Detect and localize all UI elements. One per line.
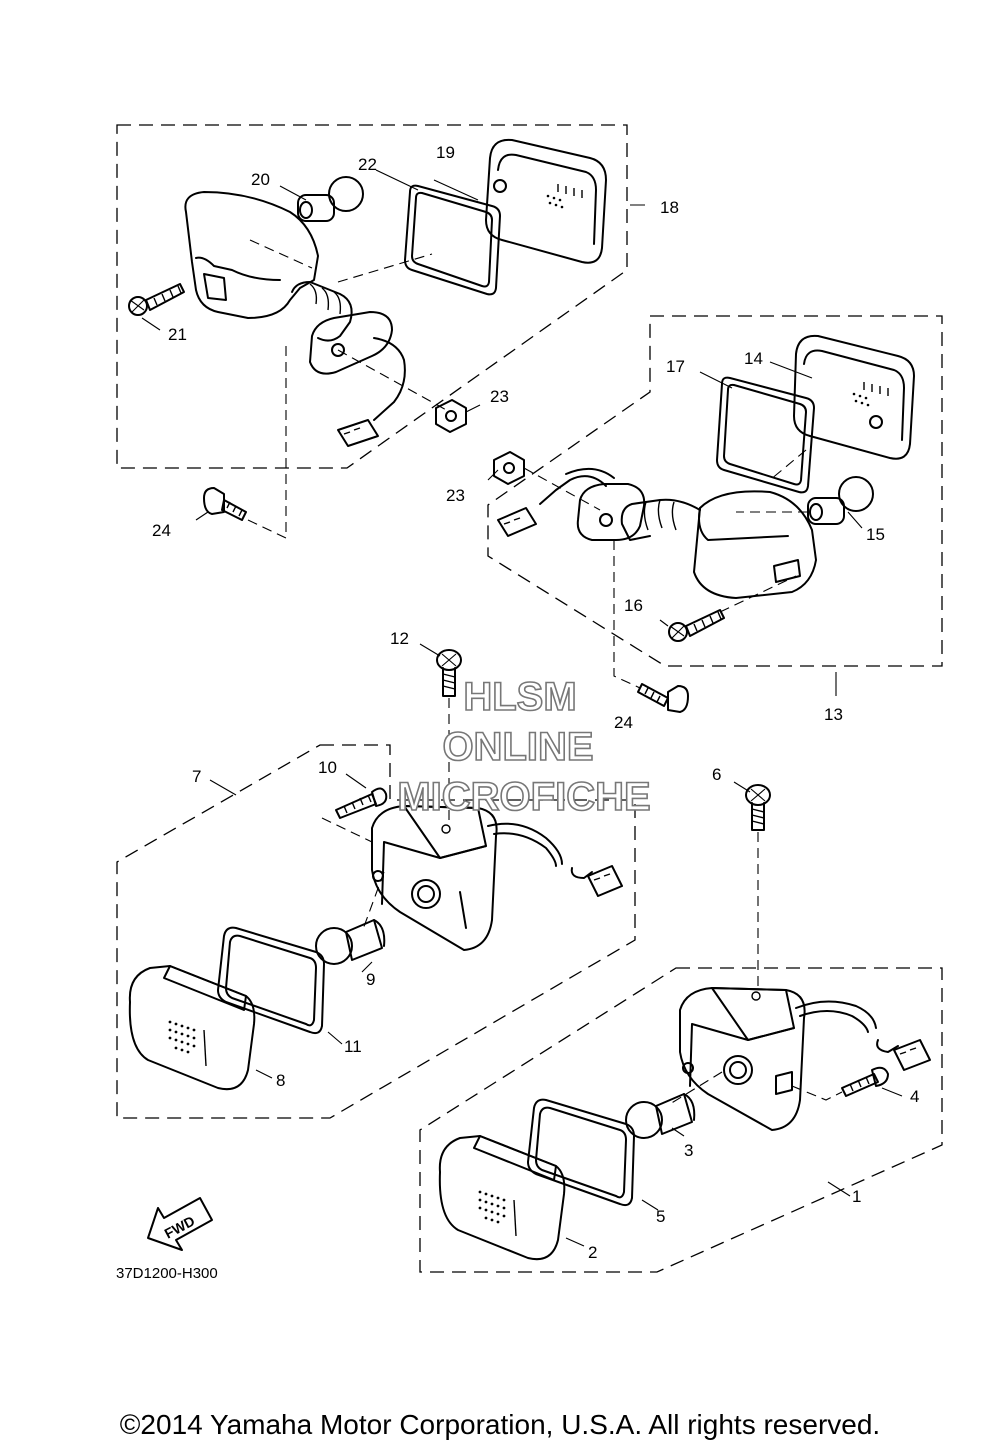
screw-4 [841,1066,889,1097]
bolt-24-right [637,683,689,713]
signal-assembly-7 [128,773,623,1091]
signal-assembly-13 [487,334,915,696]
watermark: HLSM ONLINE MICROFICHE [397,674,652,820]
part-label-1: 1 [852,1187,861,1206]
nut-23-upper [435,399,467,433]
gasket-11 [217,926,325,1035]
part-label-15: 15 [866,525,885,544]
part-label-11: 11 [344,1037,362,1056]
part-label-12: 12 [390,629,409,648]
bolt-24-left [195,344,287,539]
watermark-line-1: HLSM [463,675,576,719]
part-label-14: 14 [744,349,763,368]
part-label-8: 8 [276,1071,285,1090]
part-label-16: 16 [624,596,643,615]
part-label-6: 6 [712,765,721,784]
bulb-20 [297,176,364,222]
bulb-15 [807,476,874,525]
part-label-4: 4 [910,1087,919,1106]
screw-16 [668,609,725,642]
watermark-line-3: MICROFICHE [397,775,650,819]
housing-1 [679,987,931,1131]
housing-body-13 [497,467,817,599]
lens-19 [485,138,607,264]
screw-6 [733,781,771,990]
gasket-17 [716,376,815,494]
part-label-9: 9 [366,970,375,989]
assembly-7-boundary [116,744,636,1119]
screw-10 [335,787,388,819]
part-label-23-upper: 23 [490,387,509,406]
screw-21 [128,283,185,316]
part-label-10: 10 [318,758,337,777]
gasket-22 [404,184,501,296]
lens-2 [438,1135,566,1261]
assembly-1-boundary [419,967,943,1273]
part-label-23-lower: 23 [446,486,465,505]
part-label-21: 21 [168,325,187,344]
part-label-19: 19 [436,143,455,162]
lens-8 [128,965,256,1091]
diagram-code: 37D1200-H300 [116,1265,218,1282]
part-label-22: 22 [358,155,377,174]
assembly-13-boundary [487,315,943,667]
signal-assembly-1 [438,987,931,1261]
part-label-3: 3 [684,1141,693,1160]
fwd-arrow-icon: FWD [147,1197,213,1251]
lens-14 [793,334,915,460]
part-label-18: 18 [660,198,679,217]
part-label-2: 2 [588,1243,597,1262]
part-label-17: 17 [666,357,685,376]
housing-body-18 [184,191,406,447]
assembly-18-boundary [116,124,628,469]
screw-12 [419,643,462,826]
part-label-24-right: 24 [614,713,633,732]
part-label-5: 5 [656,1207,665,1226]
part-label-7: 7 [192,767,201,786]
bulb-3 [625,1093,696,1139]
bulb-9 [315,919,386,965]
part-label-20: 20 [251,170,270,189]
housing-7 [371,805,623,951]
copyright-notice: ©2014 Yamaha Motor Corporation, U.S.A. A… [119,1409,881,1440]
signal-assembly-18 [128,138,645,447]
watermark-line-2: ONLINE [442,725,593,769]
nut-23-lower [493,451,525,485]
part-label-13: 13 [824,705,843,724]
part-label-24-left: 24 [152,521,171,540]
gasket-5 [527,1098,635,1207]
